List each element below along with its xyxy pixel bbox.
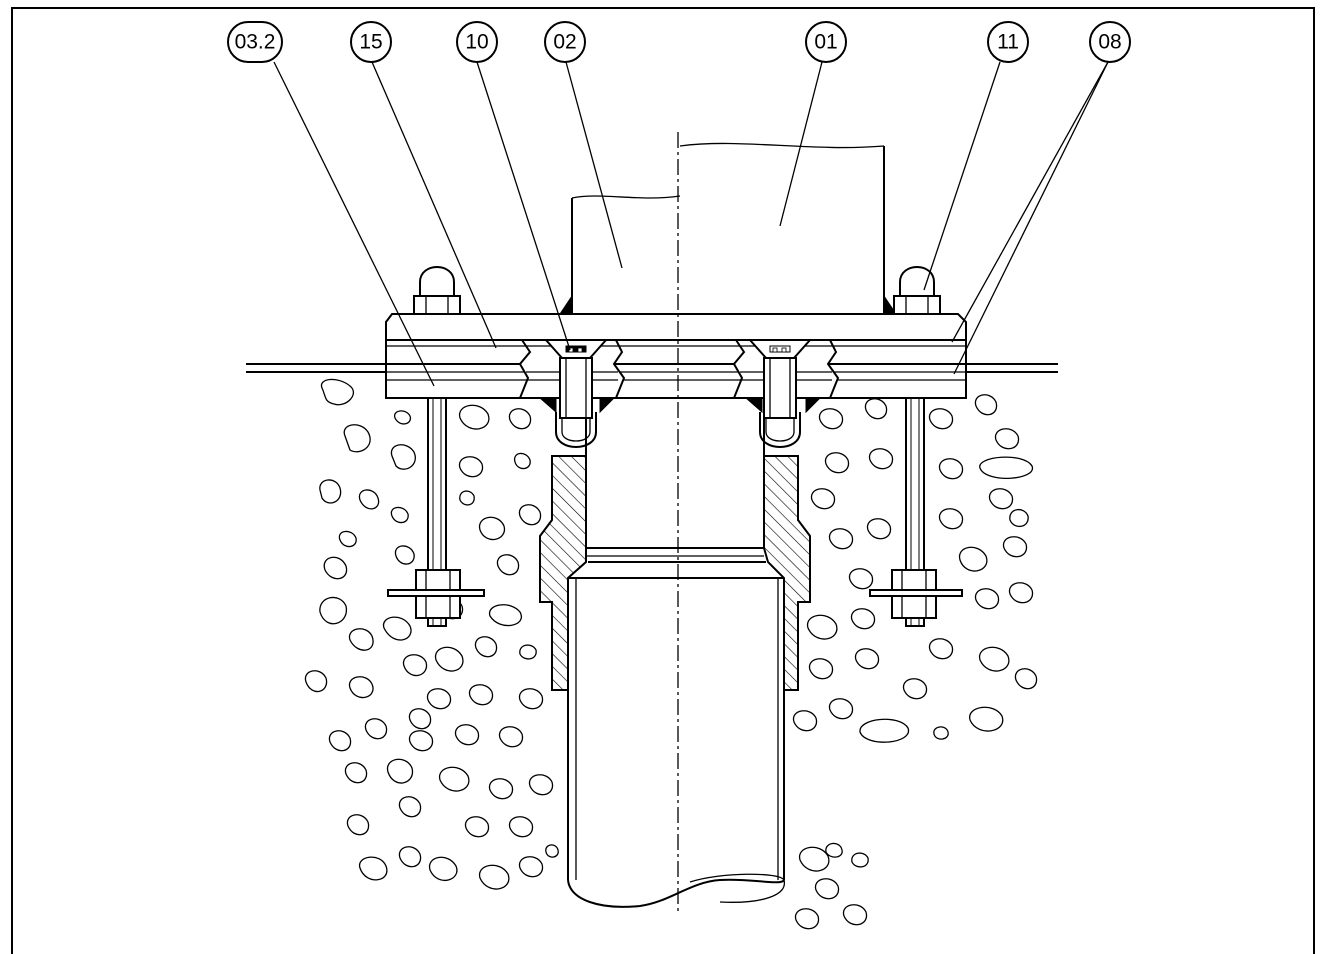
countersunk-screw-left [543,339,609,448]
callout-01-text: 01 [814,31,837,54]
callout-10-text: 10 [465,31,488,54]
base-plate-assembly [385,313,967,414]
countersunk-screw-right [747,339,813,448]
callout-03-2: 03.2 [227,21,283,63]
callout-15: 15 [350,21,392,63]
leader-lines [273,61,1109,387]
gravel-aggregate [304,378,1038,930]
callout-11: 11 [987,21,1029,63]
callout-03-2-text: 03.2 [235,31,276,54]
callout-10: 10 [456,21,498,63]
ground-surface [246,363,1058,373]
callout-02-text: 02 [553,31,576,54]
pipe-02 [559,195,681,315]
upper-pipe-section [585,398,765,548]
callout-15-text: 15 [359,31,382,54]
callout-08: 08 [1089,21,1131,63]
callout-02: 02 [544,21,586,63]
socket-sleeve [539,455,811,691]
anchor-bolt-right [869,266,963,627]
callout-11-text: 11 [997,31,1019,54]
drawing-frame [11,7,1315,954]
callout-08-text: 08 [1098,31,1121,54]
callout-01: 01 [805,21,847,63]
anchor-bolt-left [387,266,485,627]
lower-pipe [567,577,785,908]
pipe-01 [679,142,897,315]
